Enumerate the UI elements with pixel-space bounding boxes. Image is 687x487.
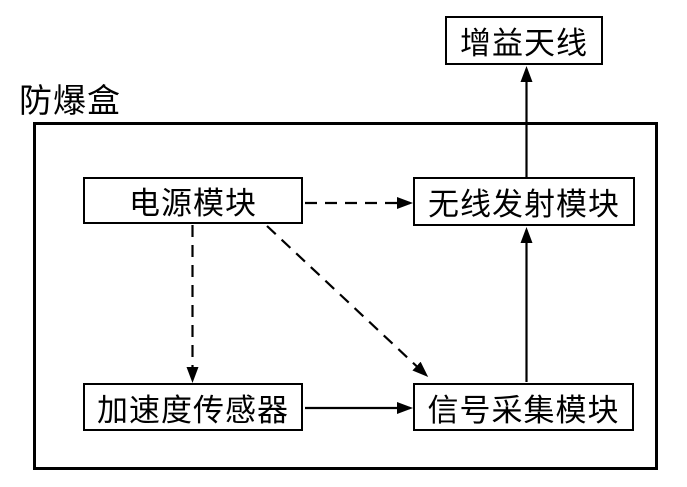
node-signal-acq-module: 信号采集模块 — [413, 383, 634, 431]
explosion-proof-box-label: 防爆盒 — [19, 84, 121, 120]
node-power-module: 电源模块 — [83, 177, 303, 224]
node-accel-sensor: 加速度传感器 — [83, 383, 303, 431]
node-wireless-tx-module: 无线发射模块 — [413, 177, 635, 226]
explosion-proof-box-outline — [33, 122, 658, 470]
node-gain-antenna: 增益天线 — [445, 16, 603, 65]
